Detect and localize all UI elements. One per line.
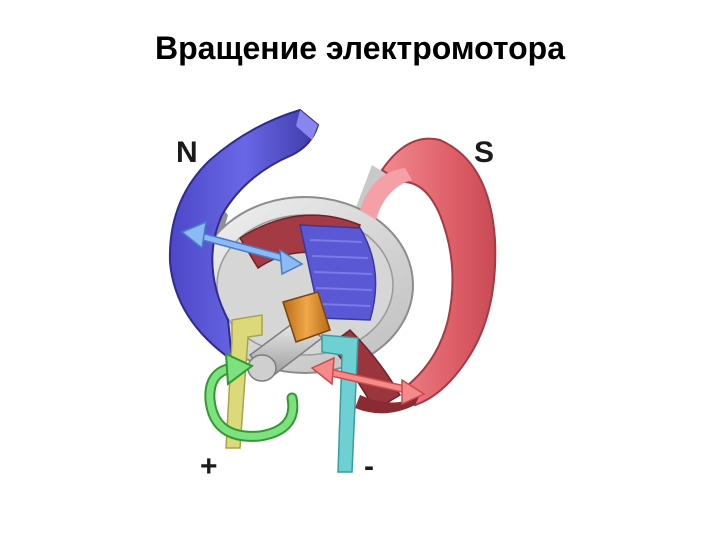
rotation-arrow-icon xyxy=(204,352,299,442)
label-north: N xyxy=(176,136,198,169)
force-arrow-red-icon xyxy=(310,356,426,406)
slide-title: Вращение электромотора xyxy=(154,30,565,66)
south-magnet-lower-shadow xyxy=(355,395,420,414)
commutator xyxy=(282,291,331,343)
armature-coil-stripes xyxy=(309,239,373,307)
label-plus: + xyxy=(200,450,218,483)
brush-negative xyxy=(321,334,359,473)
label-south: S xyxy=(474,136,494,169)
shaft-end xyxy=(247,354,277,382)
south-magnet-front-face xyxy=(360,168,412,220)
label-minus: - xyxy=(364,450,374,483)
north-magnet-top-face xyxy=(296,110,318,140)
force-arrow-icon xyxy=(180,220,304,276)
south-magnet xyxy=(380,137,497,407)
